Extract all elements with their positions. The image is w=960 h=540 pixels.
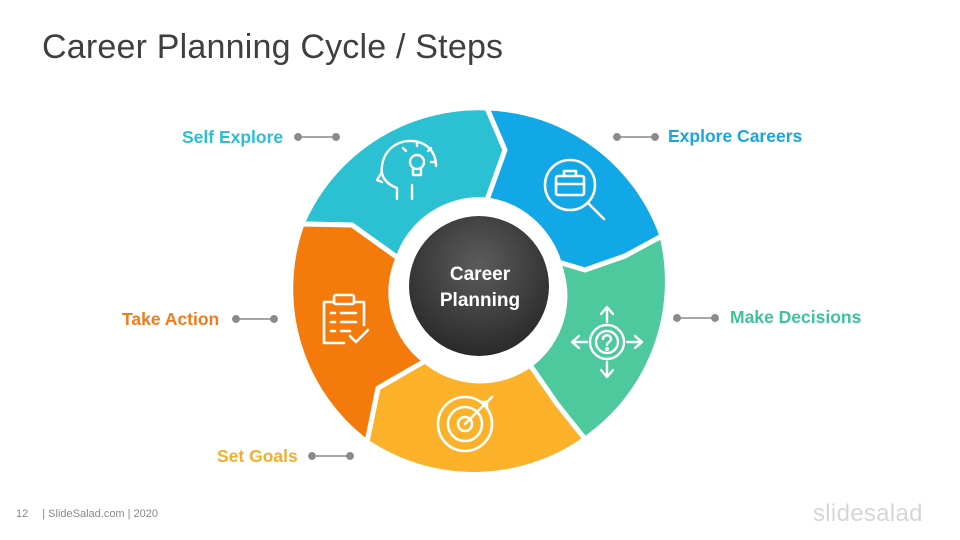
label-self-explore: Self Explore xyxy=(182,127,284,147)
center-title: Career Planning xyxy=(410,262,550,314)
briefcase-magnifier-icon xyxy=(543,158,606,221)
connector-self-explore xyxy=(294,133,340,141)
label-take-action: Take Action xyxy=(122,309,220,329)
segment-take-action xyxy=(288,221,428,445)
label-set-goals: Set Goals xyxy=(217,446,298,466)
center-title-line2: Planning xyxy=(439,290,521,311)
connector-make-decisions xyxy=(673,314,719,322)
center-title-line1: Career xyxy=(449,264,511,285)
target-dart-icon xyxy=(436,395,494,453)
gear-question-arrows-icon xyxy=(570,305,644,379)
brand-logo: slidesalad xyxy=(813,500,923,527)
page-number: 12 xyxy=(16,508,29,520)
connector-explore-careers xyxy=(613,133,659,141)
head-lightbulb-icon xyxy=(375,139,438,201)
label-make-decisions: Make Decisions xyxy=(730,307,862,327)
footer-source: | SlideSalad.com | 2020 xyxy=(42,508,159,520)
page-title: Career Planning Cycle / Steps xyxy=(42,28,504,66)
center-hub xyxy=(409,216,549,356)
connector-take-action xyxy=(232,315,278,323)
connector-set-goals xyxy=(308,452,354,460)
label-explore-careers: Explore Careers xyxy=(668,126,803,146)
connectors xyxy=(232,133,719,460)
clipboard-check-icon xyxy=(322,293,370,345)
slide-footer: 12 | SlideSalad.com | 2020 xyxy=(16,508,158,520)
